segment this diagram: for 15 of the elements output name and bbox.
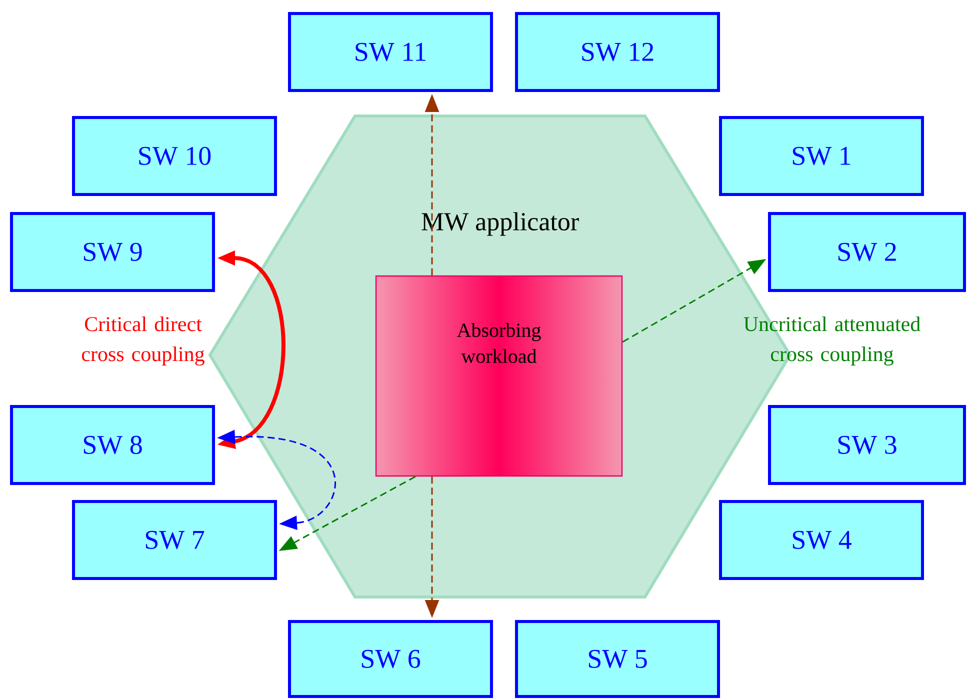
switch-box: SW 12 [515,12,720,92]
switch-box: SW 6 [288,620,493,698]
switch-box: SW 2 [768,212,966,292]
switch-box: SW 11 [288,12,493,92]
workload-box: Absorbing workload [375,275,623,477]
switch-box: SW 4 [719,500,924,580]
switch-box: SW 3 [768,405,966,485]
switch-box: SW 10 [72,116,277,196]
switch-box: SW 1 [719,116,924,196]
switch-box: SW 5 [515,620,720,698]
switch-box: SW 7 [72,500,277,580]
switch-box: SW 9 [10,212,215,292]
coupling-label: Uncritical attenuated cross coupling [744,316,920,366]
coupling-label: Critical direct cross coupling [82,316,204,366]
switch-box: SW 8 [10,405,215,485]
